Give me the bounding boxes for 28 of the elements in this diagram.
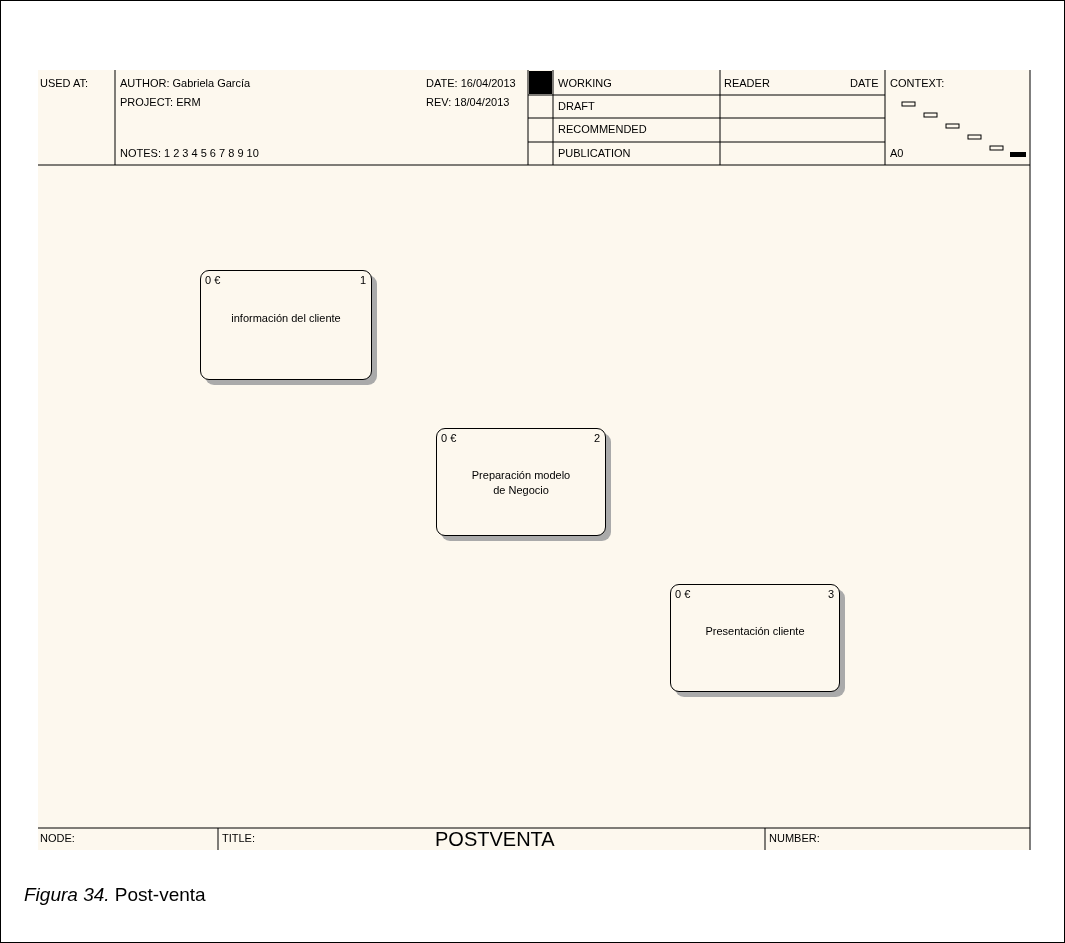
form-label: NODE:: [40, 832, 75, 845]
activity-name: Presentación cliente: [704, 624, 806, 639]
form-label: AUTHOR: Gabriela García: [120, 77, 251, 90]
form-label: CONTEXT:: [890, 77, 945, 90]
form-label: PUBLICATION: [558, 147, 631, 160]
box-number: 2: [593, 432, 600, 445]
cost-label: 0 €: [205, 274, 221, 287]
form-label: DRAFT: [558, 100, 595, 113]
cost-label: 0 €: [675, 588, 691, 601]
form-label: DATE: 16/04/2013: [426, 77, 516, 90]
activity-name: Preparación modelo de Negocio: [470, 468, 572, 498]
form-label: WORKING: [558, 77, 612, 90]
form-label: REV: 18/04/2013: [426, 96, 510, 109]
form-label: NUMBER:: [769, 832, 820, 845]
figure-caption: Figura 34. Post-venta: [24, 884, 206, 906]
form-label: A0: [890, 147, 904, 160]
diagram-title: POSTVENTA: [435, 829, 555, 849]
form-label: TITLE:: [222, 832, 255, 845]
activity-name: información del cliente: [230, 311, 342, 326]
box-number: 1: [359, 274, 366, 287]
form-label: USED AT:: [40, 77, 89, 90]
form-label: NOTES: 1 2 3 4 5 6 7 8 9 10: [120, 147, 259, 160]
box-number: 3: [827, 588, 834, 601]
form-label: DATE: [850, 77, 879, 90]
form-label: RECOMMENDED: [558, 123, 647, 136]
cost-label: 0 €: [441, 432, 457, 445]
form-label: PROJECT: ERM: [120, 96, 201, 109]
form-label: READER: [724, 77, 770, 90]
